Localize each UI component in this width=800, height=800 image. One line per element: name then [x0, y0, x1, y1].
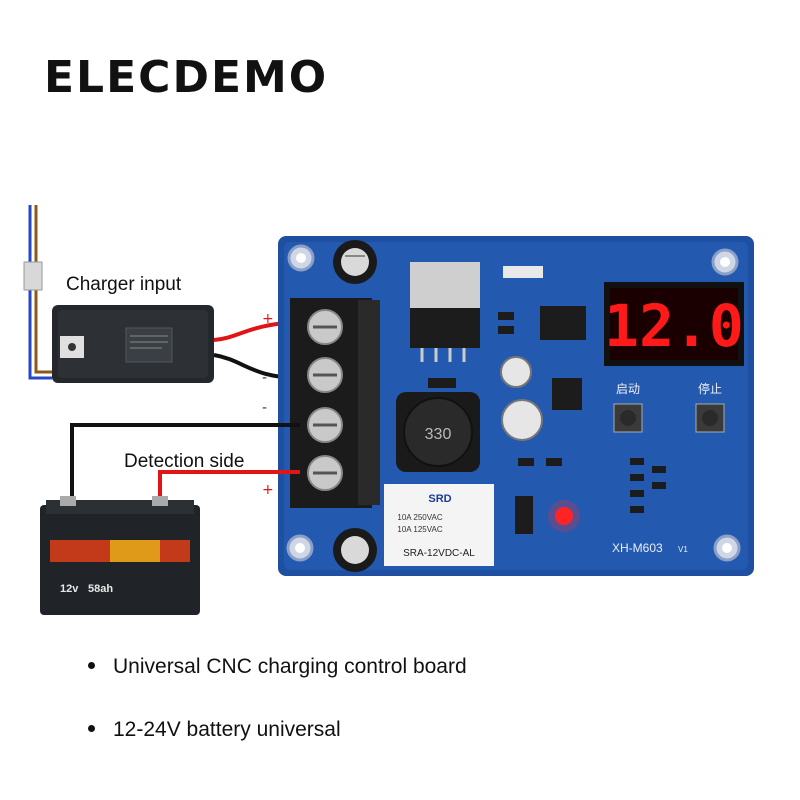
plus-marker-top: +	[262, 311, 274, 327]
feature-text-1: Universal CNC charging control board	[113, 655, 467, 678]
status-led	[555, 507, 573, 525]
control-board: 330 12.0 启动 停止 SRD 1	[278, 236, 754, 576]
brand-logo: ELECDEMO	[44, 52, 329, 103]
battery-red-wire	[158, 470, 300, 500]
feature-text-2: 12-24V battery universal	[113, 718, 341, 741]
detection-side-label: Detection side	[124, 451, 245, 472]
relay-spec-2: 10A 125VAC	[397, 525, 442, 534]
start-button-label: 启动	[616, 382, 640, 396]
battery: 12v 58ah	[40, 496, 200, 615]
ic-chip	[540, 306, 586, 340]
resistor	[428, 378, 456, 388]
relay-spec-1: 10A 250VAC	[397, 513, 442, 522]
capacitor-top	[333, 240, 377, 284]
capacitor-mid-2	[501, 399, 543, 441]
resistor	[498, 312, 514, 320]
stop-button-label: 停止	[698, 381, 722, 396]
relay-model: SRA-12VDC-AL	[403, 548, 475, 559]
stop-button	[695, 403, 725, 433]
minus-marker-b: -	[262, 400, 267, 416]
wire-plug-connector	[23, 261, 43, 291]
display-readout: 12.0	[604, 292, 744, 360]
relay: SRD 10A 250VAC 10A 125VAC SRA-12VDC-AL	[384, 484, 494, 566]
resistor	[518, 458, 534, 466]
feature-bullet-2: 12-24V battery universal	[88, 718, 341, 742]
inductor-label: 330	[425, 426, 452, 443]
battery-capacity: 58ah	[88, 583, 113, 595]
start-button	[613, 403, 643, 433]
diode	[515, 496, 533, 534]
pin-header	[503, 266, 543, 278]
minus-marker-a: -	[262, 370, 267, 386]
capacitor-mid-1	[500, 356, 532, 388]
feature-bullet-1: Universal CNC charging control board	[88, 655, 467, 679]
charger-adapter	[52, 305, 214, 383]
charger-brown-wire	[34, 205, 52, 374]
transistor	[552, 378, 582, 410]
board-version-label: V1	[678, 545, 688, 554]
battery-voltage: 12v	[60, 583, 79, 595]
charger-input-label: Charger input	[66, 274, 182, 295]
plus-marker-bottom: +	[262, 482, 274, 498]
charger-blue-wire	[28, 205, 52, 380]
bullet-dot-icon	[88, 724, 95, 732]
board-model-label: XH-M603	[612, 541, 663, 555]
voltage-regulator	[410, 262, 480, 362]
resistor	[498, 326, 514, 334]
relay-brand: SRD	[428, 493, 451, 505]
capacitor-bottom	[333, 528, 377, 572]
battery-black-wire	[70, 423, 300, 515]
resistor	[546, 458, 562, 466]
screw-terminal-block	[290, 298, 380, 508]
seven-segment-display: 12.0	[604, 282, 744, 366]
inductor: 330	[396, 392, 480, 472]
bullet-dot-icon	[88, 661, 95, 669]
